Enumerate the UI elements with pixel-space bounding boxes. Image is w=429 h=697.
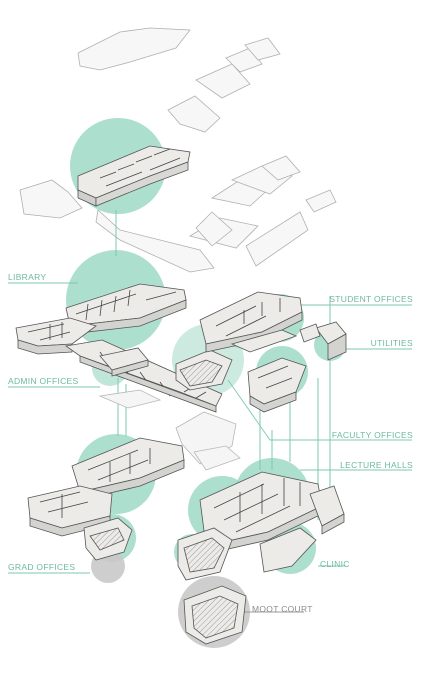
leader-lines: [8, 282, 412, 574]
building-grad-lower: [27, 485, 113, 537]
building-center: [175, 349, 233, 391]
label-moot-court: MOOT COURT: [252, 604, 313, 614]
roof-outline-top: [77, 27, 281, 133]
building-student-offices: [199, 291, 303, 353]
building-utilities: [299, 321, 347, 361]
building-west-wing: [15, 317, 97, 355]
label-faculty-offices: FACULTY OFFICES: [331, 430, 413, 440]
label-student-offices: STUDENT OFFICES: [329, 294, 413, 304]
building-faculty: [247, 357, 307, 413]
building-top-block: [77, 145, 191, 207]
building-admin: [99, 347, 149, 377]
ground-plane-fragments: [98, 389, 241, 471]
label-admin-offices: ADMIN OFFICES: [8, 376, 79, 386]
building-moot-court: [183, 585, 247, 645]
building-grad-annex: [83, 517, 133, 561]
building-clinic-west: [177, 527, 233, 581]
label-library: LIBRARY: [8, 272, 47, 282]
label-utilities: UTILITIES: [370, 338, 413, 348]
label-grad-offices: GRAD OFFICES: [8, 562, 76, 572]
building-clinic: [259, 485, 345, 573]
label-clinic: CLINIC: [320, 559, 350, 569]
label-lecture-halls: LECTURE HALLS: [340, 460, 413, 470]
roof-outline-mid: [19, 155, 337, 273]
